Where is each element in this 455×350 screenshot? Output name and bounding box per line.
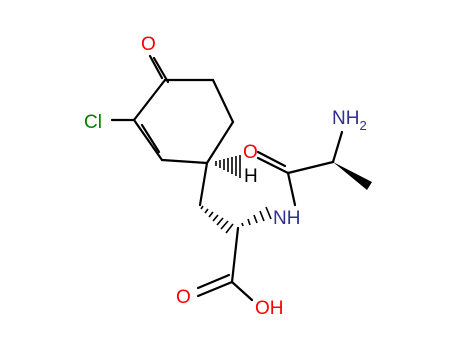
bond-ala-nh2 (331, 130, 344, 164)
bond-c4-o-a (152, 56, 170, 84)
atom-labels: O Cl O NH2 H NH O OH (84, 34, 367, 319)
bond-c-oh (230, 280, 254, 302)
bond-camide-ala (286, 160, 335, 175)
solid-wedge-ala-methyl (333, 162, 372, 190)
amine-nh-text: NH (332, 108, 359, 129)
bond-c-o-double-a (196, 280, 234, 298)
bond-c-o-double-b (196, 273, 231, 290)
bond-c1-c2 (160, 158, 209, 165)
bond-n-camide (286, 171, 297, 207)
amide-oxygen-label: O (243, 142, 258, 163)
amine-nh2-label: NH2 (332, 108, 367, 133)
bond-c1-ch2 (198, 161, 209, 207)
bond-camide-o-b (256, 150, 287, 168)
hydroxyl-label: OH (255, 298, 284, 319)
bond-c2-c3 (132, 118, 164, 162)
bond-c6-c1 (205, 120, 235, 165)
bond-c2-c3-inner (140, 123, 161, 154)
bond-c5-c6 (211, 78, 235, 124)
bond-camide-o-a (256, 156, 290, 175)
chlorine-label: Cl (84, 112, 102, 133)
ketone-oxygen-label: O (141, 34, 156, 55)
bond-calpha-ccooh (230, 226, 240, 284)
hashed-wedge-c1-h (215, 155, 241, 178)
bond-c3-c4 (132, 78, 167, 122)
bond-c4-o-b (148, 54, 164, 80)
acid-oxygen-label: O (176, 287, 191, 308)
stereo-h-label: H (244, 166, 258, 187)
hashed-wedge-calpha-n (241, 206, 272, 227)
hashed-wedge-ch2-calpha (200, 205, 234, 234)
amide-nh-label: NH (273, 208, 300, 229)
amine-subscript: 2 (359, 118, 366, 133)
bonds (110, 54, 344, 302)
